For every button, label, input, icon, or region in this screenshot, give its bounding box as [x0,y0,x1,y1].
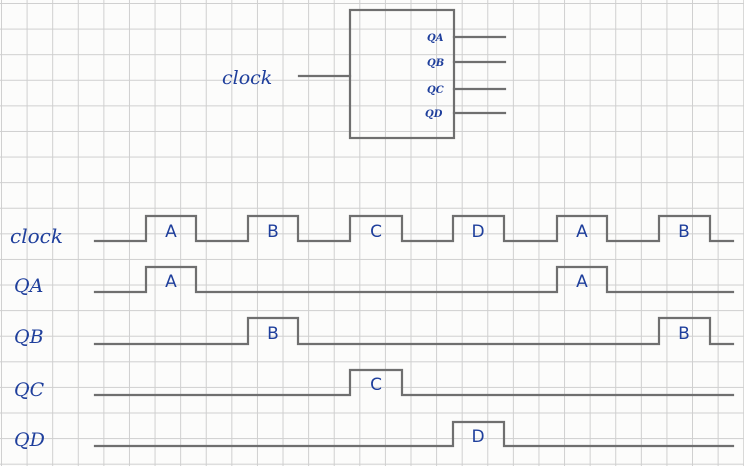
waveforms [93,214,735,448]
port-label-qb: QB [427,58,444,69]
pulse-label-clock-6: B [678,222,690,242]
block-clock-label: clock [222,67,272,89]
pulse-label-clock-5: A [576,222,588,242]
pulse-label-qc-1: C [370,375,382,395]
row-label-qc: QC [14,379,45,401]
pulse-label-clock-1: A [165,222,177,242]
pulse-label-qa-2: A [576,272,588,292]
port-label-qd: QD [425,109,443,120]
pulse-label-clock-2: B [267,222,279,242]
row-label-qa: QA [14,275,43,297]
waveform-qa [93,265,735,294]
pulse-label-qd-1: D [471,427,484,447]
waveform-qb [93,316,735,346]
waveform-clock [93,214,735,243]
row-label-qb: QB [14,326,44,348]
pulse-label-qb-2: B [678,324,690,344]
timing-row-labels: clock QA QB QC QD [10,224,63,451]
pulse-label-clock-3: C [370,222,382,242]
pulse-label-qb-1: B [267,324,279,344]
row-label-qd: QD [14,429,45,451]
waveform-qc [93,368,735,397]
pulse-labels: A B C D A B A A B B C D [165,222,690,447]
pulse-label-qa-1: A [165,272,177,292]
pulse-label-clock-4: D [471,222,484,242]
counter-box [348,8,456,140]
port-label-qc: QC [427,85,444,96]
row-label-clock: clock [10,224,63,248]
port-label-qa: QA [427,33,444,44]
waveform-qd [93,420,735,448]
counter-block: clock QA QB QC QD [222,8,507,140]
